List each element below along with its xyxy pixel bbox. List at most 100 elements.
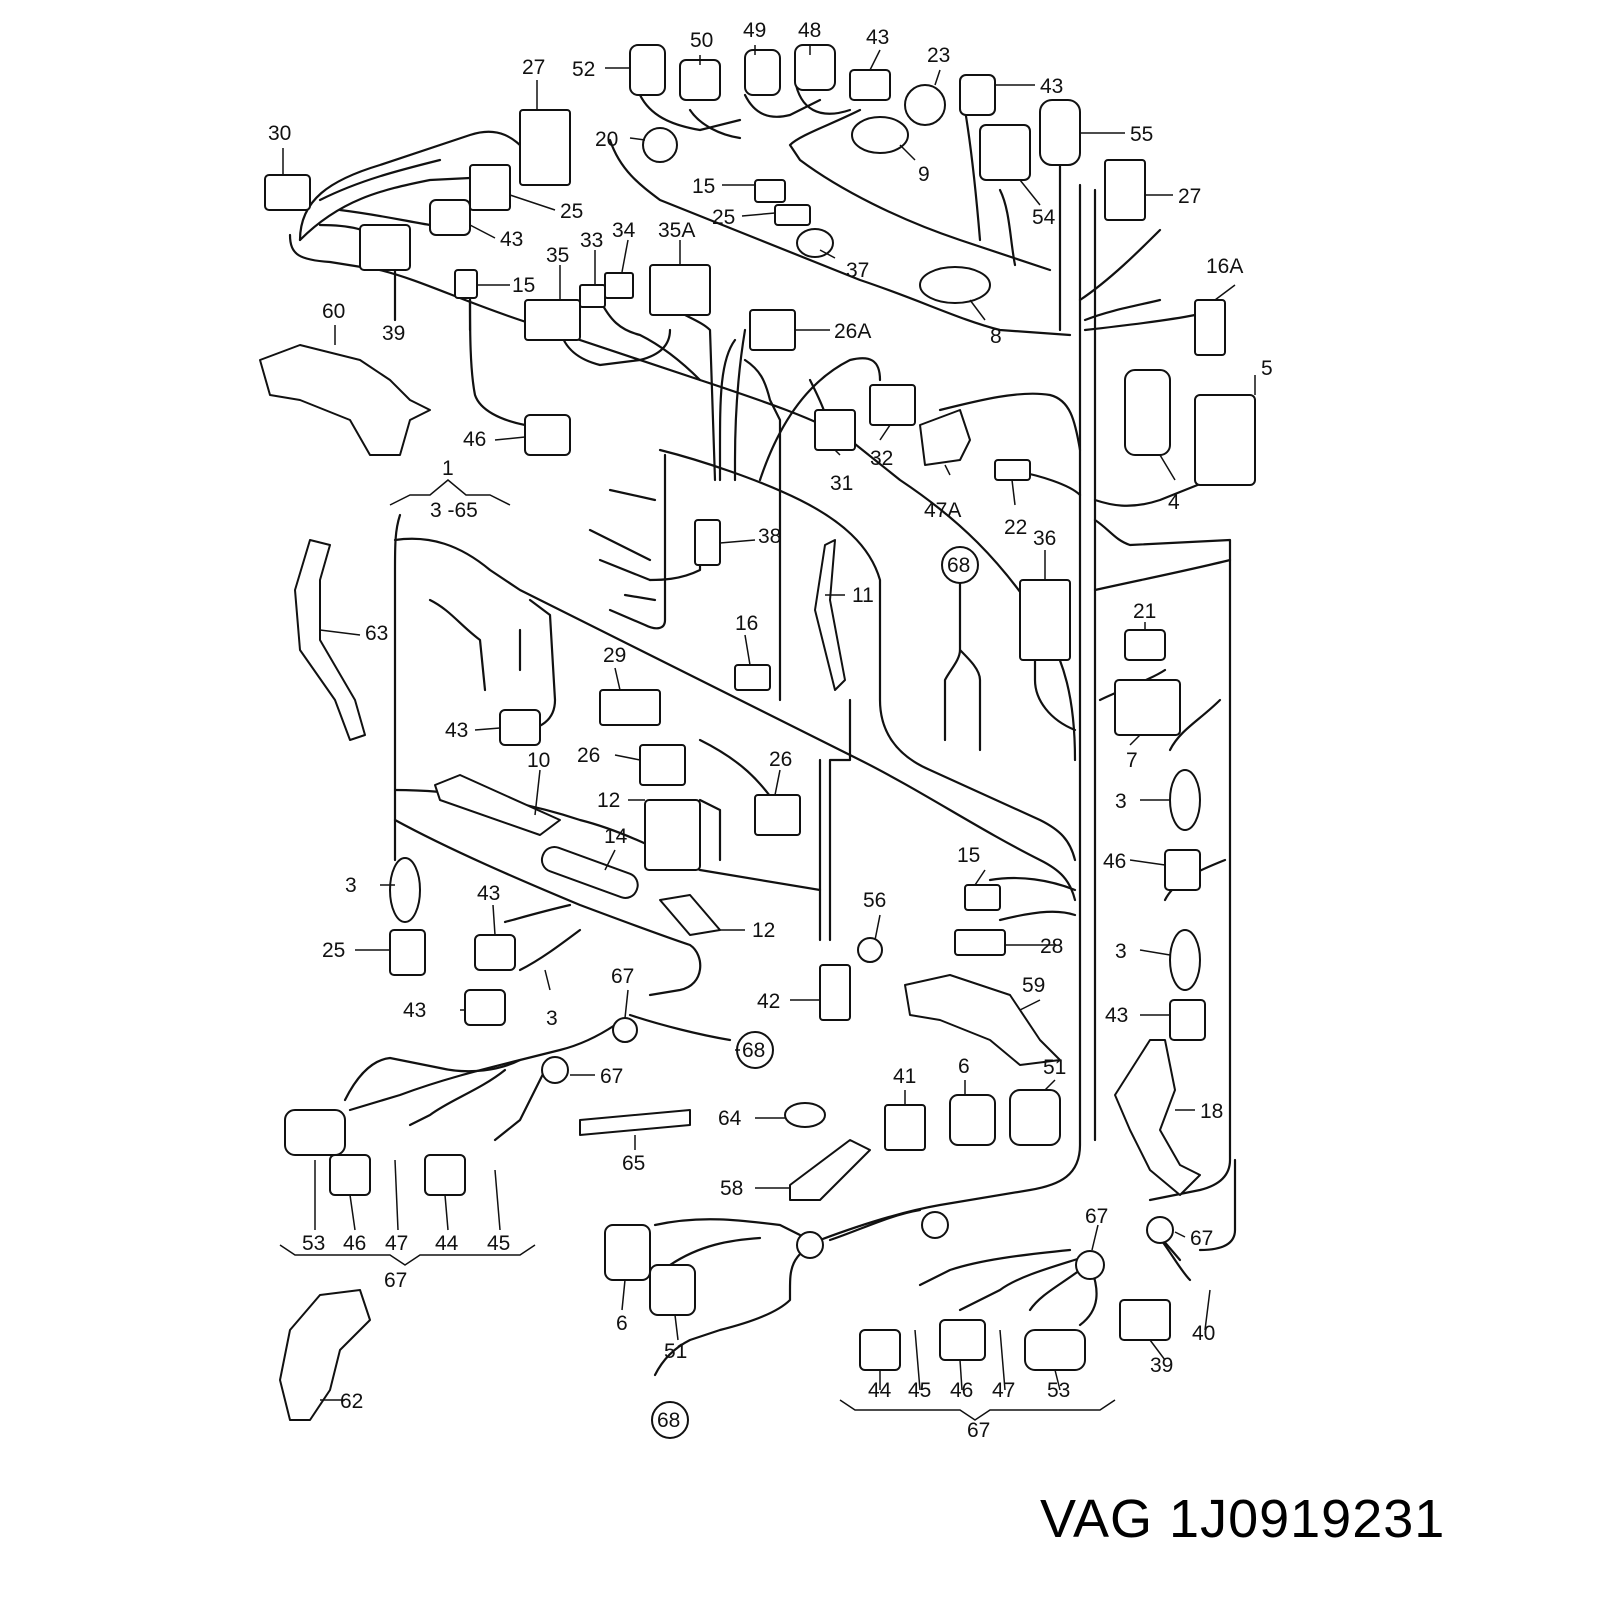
callout-label: 43 [445,719,468,742]
callout-label: 43 [500,228,523,251]
callout-label: 25 [712,206,735,229]
part-15-mid [964,884,1001,911]
part-16 [734,664,771,691]
callout-label: 67 [600,1065,623,1088]
part-43-lower-a [474,934,516,971]
part-7 [1114,679,1181,736]
callout-label: 15 [957,844,980,867]
part-60 [259,344,431,456]
callout-label: 16A [1206,255,1243,278]
callout-label: 47 [385,1232,408,1255]
callout-label: 44 [435,1232,459,1255]
callout-label: 68 [657,1409,680,1432]
part-30 [264,174,311,211]
part-8 [919,266,991,304]
callout-label: 21 [1133,600,1156,623]
part-65 [579,1109,691,1136]
callout-label: 45 [908,1379,931,1402]
part-3-right-lower [1169,929,1201,991]
part-51-lower [649,1264,696,1316]
part-12-lower [659,894,721,936]
callout-label: 12 [752,919,775,942]
part-18 [1114,1039,1201,1196]
part-10 [434,774,561,836]
callout-label: 26 [769,748,792,771]
part-38 [694,519,721,566]
callout-label: 46 [463,428,486,451]
part-23 [904,84,946,126]
callout-label: 39 [1150,1354,1173,1377]
group-label-top-range: 3 -65 [430,499,478,522]
part-14 [540,846,639,899]
part-16A [1194,299,1226,356]
part-67-a [612,1017,638,1043]
ground-68-mid [941,546,979,584]
callout-label: 68 [742,1039,765,1062]
callout-label: 12 [597,789,620,812]
callout-label: 44 [868,1379,892,1402]
callout-label: 3 [1115,940,1127,963]
callout-label: 30 [268,122,291,145]
part-26A [749,309,796,351]
callout-labels: 30 27 52 50 49 48 43 23 43 55 20 25 43 1… [268,19,1273,1442]
part-27-right [1104,159,1146,221]
callout-label: 15 [692,175,715,198]
leader-lines [282,45,1256,1401]
callout-label: 3 [1115,790,1127,813]
part-54 [979,124,1031,181]
callout-label: 38 [758,525,781,548]
callout-label: 31 [830,472,853,495]
part-59 [904,974,1061,1066]
callout-label: 14 [604,825,628,848]
callout-label: 49 [743,19,766,42]
part-15-left [454,269,478,299]
callout-label: 47A [924,499,961,522]
part-34 [604,272,634,299]
callout-label: 59 [1022,974,1045,997]
part-42 [819,964,851,1021]
part-6-lower [604,1224,651,1281]
part-28 [954,929,1006,956]
part-49 [744,49,781,96]
callout-label: 67 [384,1269,407,1292]
part-43-top [849,69,891,101]
callout-label: 8 [990,325,1002,348]
part-9 [851,116,909,154]
part-3-right-upper [1169,769,1201,831]
part-47A [919,409,971,466]
part-58 [789,1139,871,1201]
callout-label: 39 [382,322,405,345]
part-12 [644,799,701,871]
part-44-left [424,1154,466,1196]
callout-label: 67 [967,1419,990,1442]
part-35 [524,299,581,341]
part-67-c [796,1231,824,1259]
callout-label: 6 [958,1055,970,1078]
part-43-right [1169,999,1206,1041]
callout-label: 56 [863,889,886,912]
part-22 [994,459,1031,481]
part-36 [1019,579,1071,661]
part-number-label: 1J0919231 [1169,1489,1446,1549]
callout-label: 52 [572,58,595,81]
part-15-upper [754,179,786,203]
part-46-right [1164,849,1201,891]
callout-label: 46 [1103,850,1126,873]
callout-label: 33 [580,229,603,252]
brand-label: VAG [1040,1489,1154,1549]
callout-label: 43 [1105,1004,1128,1027]
part-53-lower [1024,1329,1086,1371]
callout-label: 40 [1192,1322,1215,1345]
callout-label: 51 [1043,1056,1066,1079]
part-43-top-right [959,74,996,116]
callout-label: 29 [603,644,626,667]
part-31 [814,409,856,451]
part-20 [642,127,678,163]
callout-label: 10 [527,749,550,772]
callout-label: 34 [612,219,636,242]
callout-label: 27 [1178,185,1201,208]
callout-label: 27 [522,56,545,79]
callout-label: 60 [322,300,345,323]
part-43-lower-b [464,989,506,1026]
part-3-left [389,857,421,923]
